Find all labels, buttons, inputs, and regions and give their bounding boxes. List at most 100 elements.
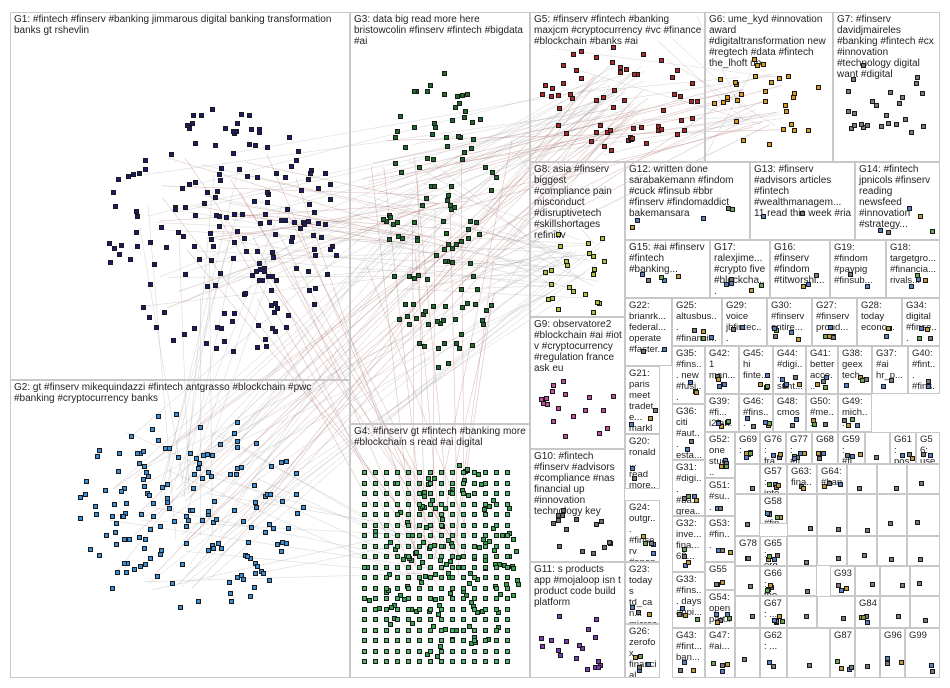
graph-node[interactable]: [505, 617, 510, 622]
graph-node[interactable]: [231, 129, 236, 134]
graph-node[interactable]: [597, 431, 602, 436]
graph-node[interactable]: [428, 533, 433, 538]
graph-node[interactable]: [425, 156, 430, 161]
graph-node[interactable]: [255, 345, 260, 350]
graph-node[interactable]: [113, 530, 118, 535]
graph-node[interactable]: [494, 564, 499, 570]
graph-node[interactable]: [263, 530, 268, 535]
graph-node[interactable]: [184, 541, 189, 546]
graph-node[interactable]: [155, 574, 160, 579]
graph-node[interactable]: [219, 546, 224, 551]
graph-node[interactable]: [583, 408, 588, 413]
graph-node[interactable]: [443, 259, 448, 264]
graph-node[interactable]: [117, 252, 122, 257]
graph-node[interactable]: [874, 103, 879, 108]
graph-node[interactable]: [417, 533, 422, 538]
graph-node[interactable]: [637, 665, 642, 670]
graph-node[interactable]: [463, 109, 468, 114]
graph-node[interactable]: [648, 416, 653, 421]
graph-node[interactable]: [483, 501, 488, 507]
graph-node[interactable]: [561, 63, 566, 68]
graph-node[interactable]: [148, 556, 153, 561]
graph-node[interactable]: [456, 134, 461, 139]
graph-node[interactable]: [270, 326, 275, 331]
graph-node[interactable]: [227, 580, 232, 585]
graph-node[interactable]: [158, 552, 163, 557]
graph-node[interactable]: [730, 207, 735, 212]
graph-node[interactable]: [311, 233, 316, 238]
graph-node[interactable]: [209, 258, 214, 263]
graph-node[interactable]: [196, 466, 201, 471]
graph-node[interactable]: [395, 659, 400, 664]
graph-node[interactable]: [714, 582, 719, 587]
graph-node[interactable]: [430, 132, 435, 137]
graph-node[interactable]: [362, 491, 367, 496]
graph-node[interactable]: [160, 485, 165, 490]
graph-node[interactable]: [602, 259, 607, 264]
graph-node[interactable]: [494, 596, 499, 601]
graph-node[interactable]: [450, 648, 455, 654]
graph-node[interactable]: [192, 244, 197, 249]
graph-node[interactable]: [682, 554, 687, 559]
graph-node[interactable]: [472, 617, 477, 622]
graph-node[interactable]: [865, 123, 870, 128]
graph-node[interactable]: [129, 434, 134, 439]
graph-node[interactable]: [416, 273, 421, 278]
graph-node[interactable]: [472, 533, 477, 538]
graph-node[interactable]: [244, 249, 249, 254]
graph-node[interactable]: [254, 441, 259, 446]
graph-node[interactable]: [558, 244, 563, 249]
graph-node[interactable]: [579, 49, 584, 54]
graph-node[interactable]: [718, 77, 723, 82]
graph-node[interactable]: [373, 659, 378, 664]
graph-node[interactable]: [292, 220, 297, 225]
graph-node[interactable]: [205, 190, 210, 195]
graph-node[interactable]: [720, 669, 725, 674]
graph-node[interactable]: [466, 493, 471, 498]
graph-node[interactable]: [483, 606, 488, 612]
graph-node[interactable]: [884, 334, 889, 339]
graph-node[interactable]: [587, 395, 592, 400]
graph-node[interactable]: [465, 301, 470, 306]
graph-node[interactable]: [107, 241, 112, 246]
graph-node[interactable]: [312, 247, 317, 252]
graph-node[interactable]: [735, 98, 740, 103]
graph-node[interactable]: [511, 593, 516, 598]
graph-node[interactable]: [232, 311, 237, 316]
graph-node[interactable]: [262, 269, 267, 274]
graph-node[interactable]: [178, 605, 183, 610]
graph-node[interactable]: [558, 653, 563, 658]
graph-node[interactable]: [551, 383, 556, 388]
graph-node[interactable]: [206, 470, 211, 475]
graph-node[interactable]: [550, 86, 555, 91]
graph-node[interactable]: [900, 453, 905, 458]
graph-node[interactable]: [211, 244, 216, 249]
graph-node[interactable]: [417, 491, 422, 496]
graph-node[interactable]: [428, 596, 433, 601]
graph-node[interactable]: [384, 501, 389, 507]
graph-node[interactable]: [142, 484, 147, 489]
graph-node[interactable]: [564, 131, 569, 136]
graph-node[interactable]: [587, 251, 592, 256]
graph-node[interactable]: [97, 448, 102, 453]
graph-node[interactable]: [472, 470, 477, 475]
graph-node[interactable]: [577, 643, 582, 648]
graph-node[interactable]: [557, 614, 562, 619]
graph-node[interactable]: [298, 226, 303, 231]
graph-node[interactable]: [505, 627, 510, 633]
graph-node[interactable]: [219, 166, 224, 171]
graph-node[interactable]: [641, 52, 646, 57]
graph-node[interactable]: [406, 554, 411, 559]
graph-node[interactable]: [439, 522, 444, 528]
graph-node[interactable]: [119, 489, 124, 494]
graph-node[interactable]: [417, 659, 422, 664]
graph-node[interactable]: [185, 123, 190, 128]
graph-node[interactable]: [465, 467, 470, 472]
graph-node[interactable]: [401, 557, 406, 562]
graph-node[interactable]: [465, 92, 470, 97]
graph-node[interactable]: [362, 512, 367, 517]
graph-node[interactable]: [835, 659, 840, 664]
graph-node[interactable]: [720, 663, 725, 668]
graph-node[interactable]: [895, 614, 901, 620]
graph-node[interactable]: [428, 554, 433, 559]
